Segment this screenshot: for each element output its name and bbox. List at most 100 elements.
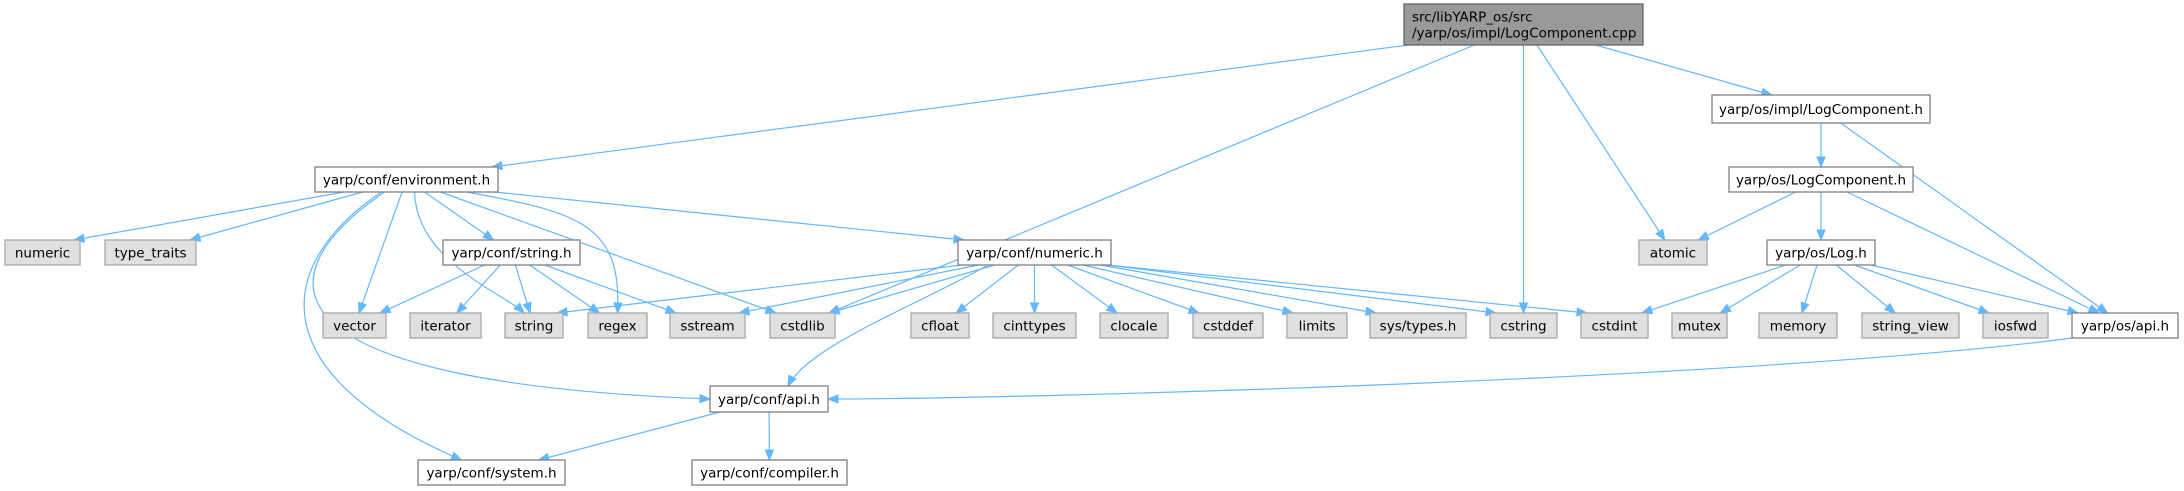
node-cstdint: cstdint — [1580, 312, 1649, 339]
arrowhead-logh-to-mutex — [1719, 303, 1732, 314]
node-label: yarp/conf/compiler.h — [700, 466, 839, 482]
arrowhead-logh-to-iosfwd — [1977, 305, 1991, 314]
node-label: cstring — [1500, 319, 1546, 335]
edge-numerich-to-sstream — [738, 264, 979, 314]
arrowhead-stringh-to-vector — [378, 304, 392, 314]
node-label: yarp/os/LogComponent.h — [1736, 173, 1906, 189]
edge-osLC-to-atomic — [1698, 191, 1796, 241]
edge-numerich-to-clocale — [1051, 264, 1118, 314]
node-label: string — [515, 319, 554, 335]
node-memory: memory — [1758, 312, 1838, 339]
node-system[interactable]: yarp/conf/system.h — [417, 459, 566, 486]
node-box — [2071, 312, 2179, 339]
arrowhead-env-to-system — [449, 451, 463, 461]
node-box — [910, 312, 970, 339]
node-osLC[interactable]: yarp/os/LogComponent.h — [1728, 166, 1914, 193]
edge-numerich-to-confapi — [787, 264, 989, 387]
node-iosfwd: iosfwd — [1982, 312, 2049, 339]
arrowhead-env-to-string — [513, 302, 525, 314]
arrowhead-osLC-to-atomic — [1697, 231, 1710, 241]
node-label: limits — [1299, 319, 1336, 335]
node-env[interactable]: yarp/conf/environment.h — [314, 166, 499, 193]
edge-root-to-atomic — [1536, 44, 1666, 241]
node-label: type_traits — [114, 246, 186, 262]
node-logh[interactable]: yarp/os/Log.h — [1766, 239, 1876, 266]
edge-implLC-to-osapi — [1840, 122, 2108, 314]
edge-logh-to-cstdint — [1641, 264, 1786, 314]
node-label: /yarp/os/impl/LogComponent.cpp — [1412, 26, 1636, 42]
node-osapi[interactable]: yarp/os/api.h — [2071, 312, 2179, 339]
edge-numerich-to-cstring — [1106, 264, 1497, 314]
node-label: vector — [333, 319, 376, 335]
edge-env-to-numerich — [493, 191, 965, 241]
node-label: yarp/conf/api.h — [718, 392, 820, 408]
edge-osapi-to-confapi — [827, 337, 2073, 400]
edge-numerich-to-systypes — [1100, 264, 1377, 314]
node-label: yarp/os/api.h — [2081, 319, 2169, 335]
node-cstddef: cstddef — [1192, 312, 1264, 339]
node-box — [1489, 312, 1558, 339]
arrowhead-numerich-to-cstddef — [1187, 304, 1201, 314]
node-box — [992, 312, 1077, 339]
node-box — [504, 312, 564, 339]
node-stringh[interactable]: yarp/conf/string.h — [442, 239, 581, 266]
node-box — [1671, 312, 1728, 339]
node-box — [1369, 312, 1467, 339]
node-box — [587, 312, 648, 339]
node-box — [104, 239, 197, 266]
arrowhead-numerich-to-cinttypes — [1029, 302, 1040, 315]
node-label: sys/types.h — [1380, 319, 1457, 335]
node-label: sstream — [680, 319, 734, 335]
edge-stringh-to-regex — [529, 264, 600, 314]
node-type_traits: type_traits — [104, 239, 197, 266]
edge-env-to-system — [303, 191, 462, 461]
edge-numerich-to-string — [556, 264, 963, 314]
arrowhead-logh-to-memory — [1800, 301, 1810, 315]
edge-root-to-cstdlib — [828, 44, 1475, 314]
edge-root-to-implLC — [1595, 44, 1772, 96]
node-implLC[interactable]: yarp/os/impl/LogComponent.h — [1711, 94, 1931, 124]
edge-numerich-to-cfloat — [955, 264, 1019, 314]
node-string_view: string_view — [1861, 312, 1960, 339]
node-box — [1728, 166, 1914, 193]
node-numerich[interactable]: yarp/conf/numeric.h — [957, 239, 1112, 266]
node-box — [4, 239, 81, 266]
node-box — [1192, 312, 1264, 339]
node-label: cstdlib — [780, 319, 824, 335]
arrowhead-implLC-to-osLC — [1816, 156, 1826, 169]
node-box — [442, 239, 581, 266]
edge-osLC-to-osapi — [1846, 191, 2100, 314]
edge-env-to-numeric — [73, 191, 345, 241]
node-compiler[interactable]: yarp/conf/compiler.h — [691, 459, 848, 486]
arrowhead-logh-to-string_view — [1884, 302, 1897, 314]
node-atomic: atomic — [1638, 239, 1708, 266]
arrowhead-osapi-to-confapi — [826, 394, 839, 404]
edge-env-to-stringh — [424, 191, 494, 241]
node-box — [1403, 3, 1644, 46]
node-box — [1861, 312, 1960, 339]
node-label: mutex — [1678, 319, 1721, 335]
arrowhead-root-to-atomic — [1655, 228, 1666, 242]
node-box — [709, 385, 829, 413]
node-label: cstdint — [1592, 319, 1638, 335]
arrowhead-root-to-cstring — [1518, 302, 1529, 315]
arrowhead-env-to-stringh — [482, 230, 495, 241]
node-label: atomic — [1650, 246, 1696, 262]
node-label: yarp/conf/system.h — [426, 466, 556, 482]
node-label: clocale — [1110, 319, 1157, 335]
node-label: yarp/conf/numeric.h — [966, 246, 1103, 262]
arrowhead-env-to-confapi — [699, 393, 712, 404]
node-box — [669, 312, 746, 339]
edge-numerich-to-cstdlib — [828, 264, 995, 314]
node-label: memory — [1770, 319, 1826, 335]
edge-env-to-confapi — [312, 191, 711, 400]
edge-logh-to-osapi — [1870, 264, 2079, 314]
arrowhead-env-to-regex — [613, 302, 623, 315]
node-confapi[interactable]: yarp/conf/api.h — [709, 385, 829, 413]
node-box — [957, 239, 1112, 266]
node-root[interactable]: src/libYARP_os/src/yarp/os/impl/LogCompo… — [1403, 3, 1644, 46]
node-box — [1711, 94, 1931, 124]
node-label: src/libYARP_os/src — [1412, 10, 1533, 26]
edge-root-to-env — [491, 44, 1409, 168]
edges-layer — [72, 44, 2109, 462]
